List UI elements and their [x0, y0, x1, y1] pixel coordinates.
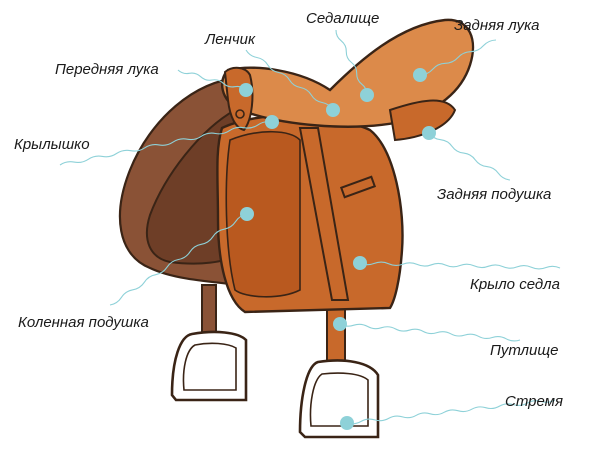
leader-stirrup-leather	[339, 323, 521, 342]
dot-tree-point	[326, 103, 340, 117]
marker-dots	[239, 68, 436, 430]
label-saddle-flap: Крыло седла	[470, 276, 560, 293]
girth-strap	[298, 127, 350, 301]
leader-pommel	[177, 69, 247, 91]
pommel-dee-ring	[235, 109, 245, 119]
buckle	[339, 175, 377, 199]
rear-panel-shape	[388, 99, 457, 142]
leader-seat	[335, 29, 368, 96]
leader-saddle-flap	[359, 261, 561, 270]
dot-pommel	[239, 83, 253, 97]
label-cantle: Задняя лука	[454, 17, 540, 34]
leader-cantle	[419, 39, 497, 76]
right-stirrup-inner	[309, 372, 369, 427]
leader-stirrup	[346, 399, 556, 425]
leader-knee-roll	[109, 213, 248, 306]
dot-rear-panel	[422, 126, 436, 140]
label-seat: Седалище	[306, 10, 380, 27]
dot-stirrup-leather	[333, 317, 347, 331]
leader-tree-point	[245, 49, 334, 111]
dot-saddle-flap	[353, 256, 367, 270]
dot-flap-small	[265, 115, 279, 129]
flap-inner-panel	[225, 130, 301, 298]
dot-stirrup	[340, 416, 354, 430]
dot-knee-roll	[240, 207, 254, 221]
left-stirrup-leather	[201, 284, 217, 334]
label-flap-small: Крылышко	[14, 136, 90, 153]
leader-lines	[59, 29, 561, 425]
left-stirrup-inner	[182, 342, 237, 391]
label-tree-point: Ленчик	[205, 31, 256, 48]
seat-shape	[220, 18, 475, 128]
dot-seat	[360, 88, 374, 102]
label-rear-panel: Задняя подушка	[437, 186, 552, 203]
label-stirrup: Стремя	[505, 393, 563, 410]
leader-rear-panel	[428, 132, 511, 181]
label-pommel: Передняя лука	[55, 61, 159, 78]
leader-flap-small	[59, 121, 273, 166]
dot-cantle	[413, 68, 427, 82]
label-stirrup-leather: Путлище	[490, 342, 559, 359]
label-knee-roll: Коленная подушка	[18, 314, 149, 331]
